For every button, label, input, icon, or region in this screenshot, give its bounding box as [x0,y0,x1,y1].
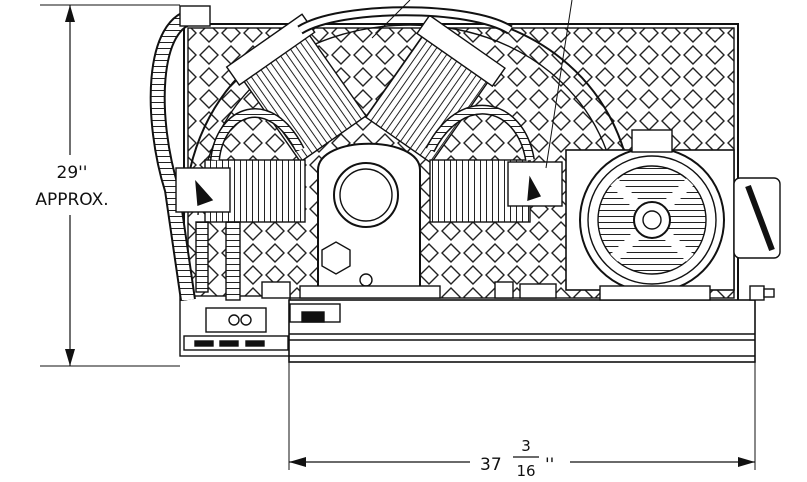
height-value: 29'' [57,163,88,183]
arrow-down-icon [65,349,75,366]
arrow-up-icon [65,5,75,22]
air-compressor-drawing-icon [149,5,781,363]
arrow-left-icon [289,457,306,467]
arrow-right-icon [738,457,755,467]
width-whole: 37 [480,455,502,475]
width-denominator: 16 [516,462,535,480]
width-numerator: 3 [521,437,531,455]
height-note: APPROX. [35,190,108,210]
width-dimension: 37 3 16 '' [288,360,756,480]
width-unit: '' [545,455,554,475]
height-dimension: 29'' APPROX. [35,4,180,367]
